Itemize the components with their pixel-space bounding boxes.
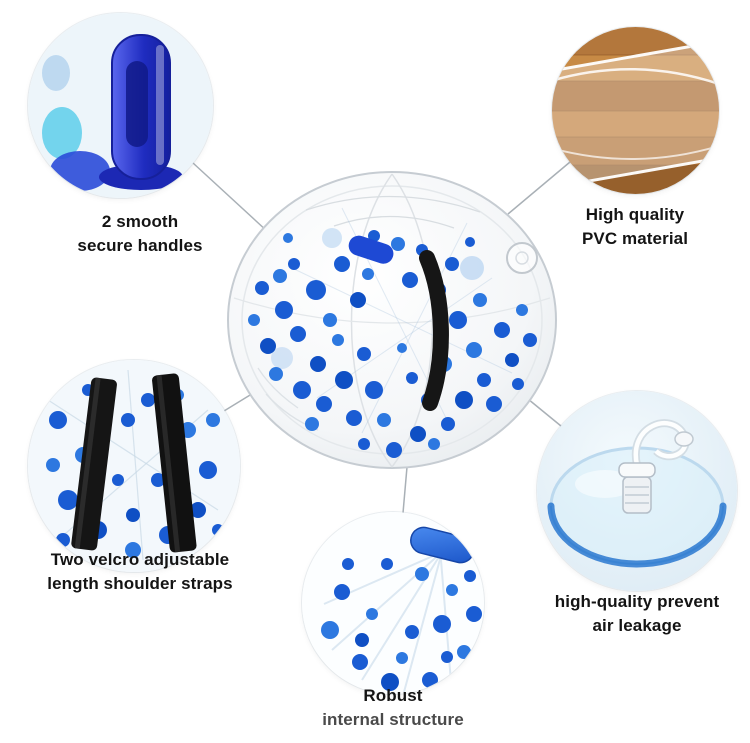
straps-label-line1: Two velcro adjustable — [50, 550, 230, 569]
bubble-ball-illustration — [227, 171, 557, 469]
pvc-label: High quality PVC material — [535, 203, 735, 251]
pvc-illustration — [552, 27, 719, 194]
pvc-photo — [552, 27, 719, 194]
blue-dot-pattern — [248, 230, 537, 458]
handles-label: 2 smooth secure handles — [20, 210, 260, 258]
connector-valve — [527, 398, 562, 427]
valve-photo — [537, 391, 737, 591]
shoulder-strap — [419, 250, 449, 411]
bubble-ball-image — [222, 168, 562, 478]
internal-photo — [302, 512, 484, 694]
pvc-label-line2: PVC material — [581, 229, 689, 248]
internal-label-line2: internal structure — [322, 710, 464, 729]
velcro-strap-right — [152, 373, 197, 553]
pvc-label-line1: High quality — [585, 205, 685, 224]
valve-label-line1: high-quality prevent — [554, 592, 720, 611]
handles-illustration — [28, 13, 213, 198]
internal-dot-pattern — [321, 558, 482, 691]
handles-label-line1: 2 smooth — [101, 212, 179, 231]
straps-label: Two velcro adjustable length shoulder st… — [14, 548, 266, 596]
internal-label-line1: Robust — [363, 686, 423, 705]
valve-label: high-quality prevent air leakage — [517, 590, 750, 638]
straps-photo — [28, 360, 240, 572]
straps-illustration — [28, 360, 240, 572]
pvc-sheet — [552, 42, 719, 187]
internal-label: Robust internal structure — [293, 684, 493, 732]
handles-label-line2: secure handles — [77, 236, 203, 255]
straps-dot-pattern — [46, 384, 224, 558]
connector-pvc — [507, 161, 571, 215]
air-valve — [618, 419, 694, 514]
velcro-strap-left — [71, 377, 117, 551]
bowl-rim — [547, 502, 727, 568]
inner-handle — [348, 235, 394, 264]
straps-label-line2: length shoulder straps — [47, 574, 233, 593]
connector-handles — [192, 162, 269, 233]
valve-illustration — [537, 391, 737, 591]
internal-illustration — [302, 512, 484, 694]
handles-photo — [28, 13, 213, 198]
valve-ring — [506, 242, 538, 274]
valve-label-line2: air leakage — [592, 616, 682, 635]
connector-internal — [402, 466, 408, 514]
